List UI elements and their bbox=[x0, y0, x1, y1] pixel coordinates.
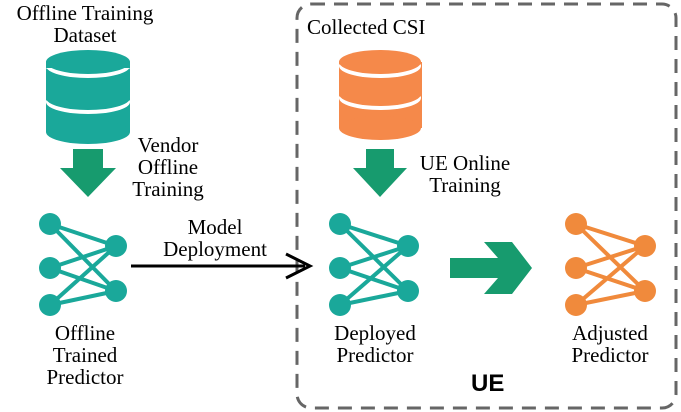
vendor-training-line1: Vendor bbox=[137, 133, 199, 157]
offline-network-icon bbox=[39, 213, 127, 316]
deployment-arrow-icon bbox=[131, 252, 314, 280]
deployed-predictor-label: Deployed Predictor bbox=[315, 322, 435, 366]
deployed-predictor-line1: Deployed bbox=[334, 321, 416, 345]
collected-csi-database-icon bbox=[339, 50, 422, 140]
offline-predictor-line2: Trained bbox=[52, 343, 118, 367]
vendor-training-label: Vendor Offline Training bbox=[118, 134, 218, 200]
vendor-training-arrow-icon bbox=[60, 149, 116, 197]
adjust-arrow-icon bbox=[450, 242, 532, 294]
deployment-label: Model Deployment bbox=[140, 216, 290, 260]
offline-predictor-line1: Offline bbox=[54, 321, 116, 345]
ue-label: UE bbox=[471, 370, 505, 397]
deployment-label-line2: Deployment bbox=[163, 237, 267, 261]
adjusted-predictor-line1: Adjusted bbox=[572, 321, 648, 345]
deployed-network-icon bbox=[329, 213, 419, 316]
offline-predictor-label: Offline Trained Predictor bbox=[30, 322, 140, 388]
offline-predictor-line3: Predictor bbox=[46, 365, 124, 389]
vendor-training-line2: Offline bbox=[137, 155, 199, 179]
offline-dataset-database-icon bbox=[46, 50, 130, 144]
deployed-predictor-line2: Predictor bbox=[336, 343, 414, 367]
vendor-training-line3: Training bbox=[132, 177, 204, 201]
adjusted-predictor-line2: Predictor bbox=[571, 343, 649, 367]
adjusted-network-icon bbox=[565, 213, 656, 316]
dataset-label: Offline Training Dataset bbox=[0, 2, 170, 46]
collected-csi-title: Collected CSI bbox=[307, 15, 426, 39]
adjusted-predictor-label: Adjusted Predictor bbox=[550, 322, 670, 366]
deployment-label-line1: Model bbox=[187, 215, 243, 239]
dataset-label-line1: Offline Training bbox=[16, 1, 154, 25]
ue-online-training-line2: Training bbox=[429, 173, 501, 197]
dataset-label-line2: Dataset bbox=[53, 23, 117, 47]
ue-online-training-line1: UE Online bbox=[419, 151, 511, 175]
ue-training-arrow-icon bbox=[353, 149, 407, 197]
ue-online-training-label: UE Online Training bbox=[400, 152, 530, 196]
ue-dashed-box bbox=[295, 2, 678, 410]
